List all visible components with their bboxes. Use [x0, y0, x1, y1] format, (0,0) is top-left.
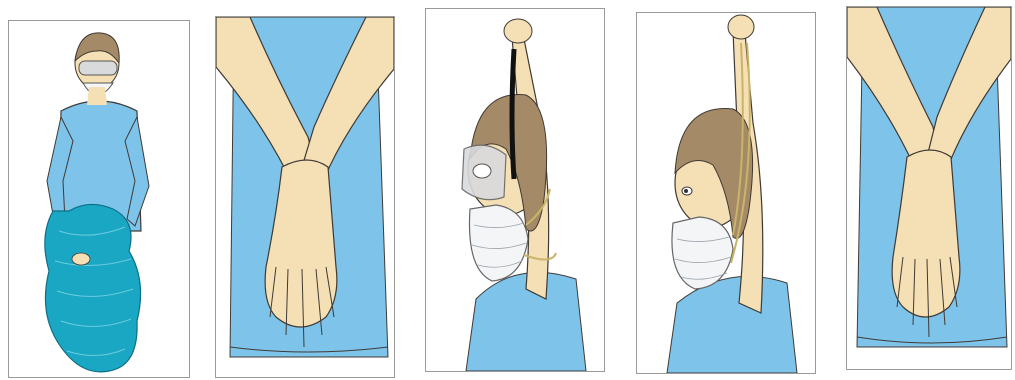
- remove-respirator-illustration: [637, 13, 815, 373]
- remove-goggles-illustration: [426, 9, 604, 371]
- panel-hand-hygiene-1: [215, 16, 395, 378]
- remove-gown-illustration: [9, 21, 189, 377]
- panel-hand-hygiene-2: [846, 6, 1012, 370]
- panel-remove-goggles: [425, 8, 605, 372]
- panel-remove-gown: [8, 20, 190, 378]
- panel-remove-respirator: [636, 12, 816, 374]
- hand-hygiene-illustration: [847, 7, 1011, 369]
- hand-hygiene-illustration: [216, 17, 394, 377]
